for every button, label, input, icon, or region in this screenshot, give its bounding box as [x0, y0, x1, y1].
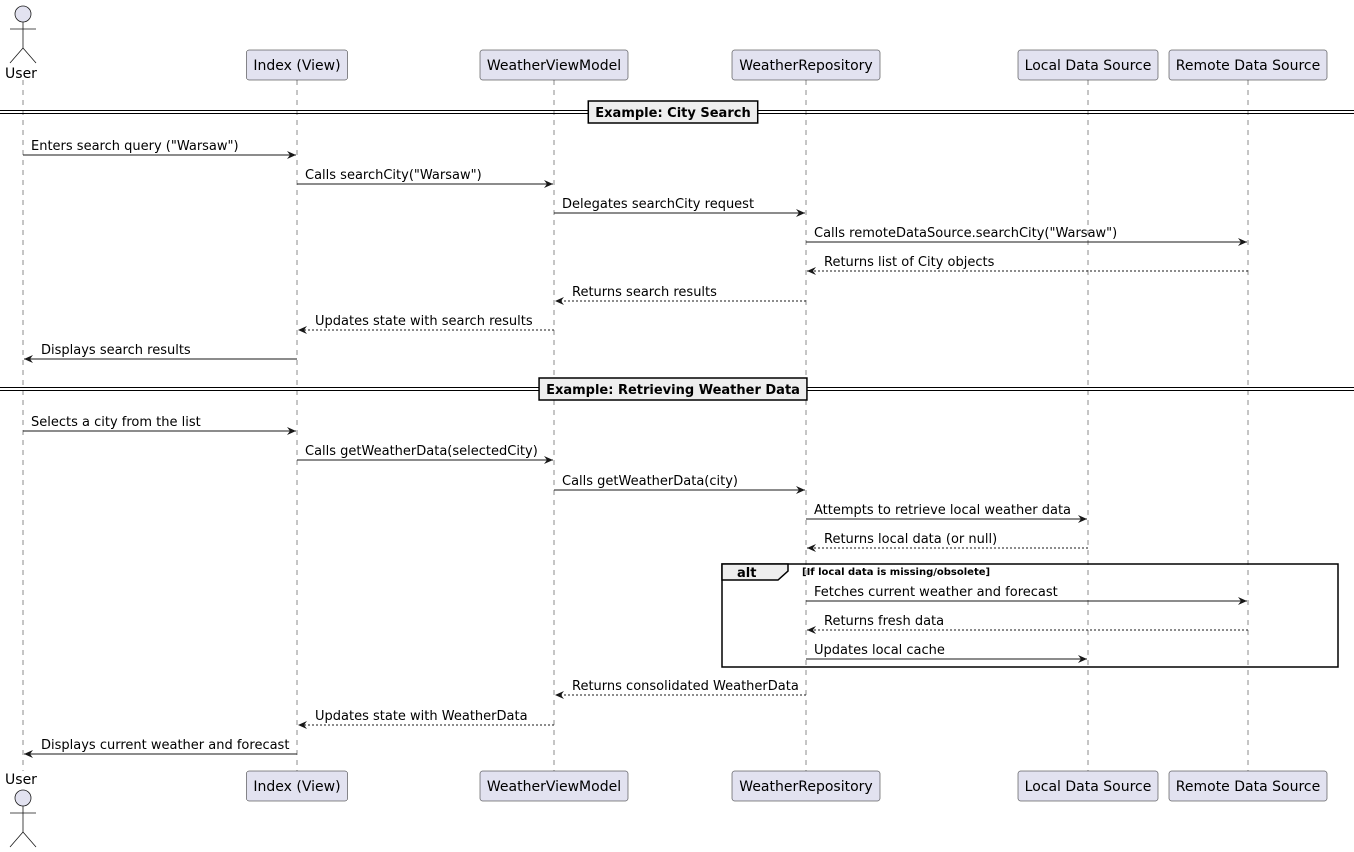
participant-vm-top[interactable]: WeatherViewModel	[479, 49, 629, 81]
participant-user-bottom[interactable]: User	[5, 772, 37, 848]
alt-condition: [If local data is missing/obsolete]	[802, 567, 990, 578]
section-title: Example: Retrieving Weather Data	[546, 383, 800, 398]
participant-box	[246, 49, 348, 81]
message[interactable]: Selects a city from the list	[23, 415, 296, 435]
participant-repo-bottom[interactable]: WeatherRepository	[731, 770, 881, 802]
participant-label: WeatherViewModel	[487, 58, 621, 74]
message-label: Enters search query ("Warsaw")	[31, 139, 239, 154]
participant-remote-top[interactable]: Remote Data Source	[1168, 49, 1328, 81]
participant-box	[479, 49, 629, 81]
participant-view-top[interactable]: Index (View)	[246, 49, 348, 81]
participant-label: WeatherRepository	[739, 779, 872, 795]
section-divider: Example: Retrieving Weather Data	[0, 377, 1354, 401]
alt-keyword: alt	[737, 566, 756, 581]
message[interactable]: Returns search results	[555, 285, 806, 305]
participant-box	[246, 770, 348, 802]
participant-box	[1168, 49, 1328, 81]
message-label: Calls getWeatherData(city)	[562, 474, 738, 489]
alt-fragment-tab	[721, 563, 789, 581]
message[interactable]: Updates local cache	[806, 643, 1087, 663]
message[interactable]: Returns consolidated WeatherData	[555, 679, 806, 699]
participant-local-top[interactable]: Local Data Source	[1017, 49, 1159, 81]
message[interactable]: Displays search results	[24, 343, 297, 363]
message[interactable]: Delegates searchCity request	[554, 197, 805, 217]
section-divider: Example: City Search	[0, 100, 1354, 124]
participant-label: Remote Data Source	[1176, 779, 1320, 795]
section-title-box	[538, 377, 808, 401]
participant-label: WeatherRepository	[739, 58, 872, 74]
participant-label: Remote Data Source	[1176, 58, 1320, 74]
participant-vm-bottom[interactable]: WeatherViewModel	[479, 770, 629, 802]
participant-view-bottom[interactable]: Index (View)	[246, 770, 348, 802]
message[interactable]: Calls remoteDataSource.searchCity("Warsa…	[806, 226, 1247, 246]
participant-box	[1017, 49, 1159, 81]
message-label: Updates state with search results	[315, 314, 533, 329]
message-label: Delegates searchCity request	[562, 197, 754, 212]
participant-box	[731, 49, 881, 81]
message[interactable]: Updates state with search results	[298, 314, 554, 334]
message-label: Returns fresh data	[824, 614, 944, 629]
participant-box	[1017, 770, 1159, 802]
section-title: Example: City Search	[595, 106, 750, 121]
message-label: Calls remoteDataSource.searchCity("Warsa…	[814, 226, 1117, 241]
message-label: Returns search results	[572, 285, 717, 300]
participant-box	[479, 770, 629, 802]
actor-leg-right-icon	[22, 831, 37, 848]
participant-box	[1168, 770, 1328, 802]
message[interactable]: Returns list of City objects	[807, 255, 1248, 275]
participant-label: WeatherViewModel	[487, 779, 621, 795]
message[interactable]: Calls getWeatherData(city)	[554, 474, 805, 494]
actor-leg-left-icon	[9, 831, 24, 848]
participant-label: Local Data Source	[1025, 779, 1152, 795]
participant-remote-bottom[interactable]: Remote Data Source	[1168, 770, 1328, 802]
message[interactable]: Fetches current weather and forecast	[806, 585, 1247, 605]
message[interactable]: Returns local data (or null)	[807, 532, 1088, 552]
message[interactable]: Displays current weather and forecast	[24, 738, 297, 758]
message-label: Calls getWeatherData(selectedCity)	[305, 444, 538, 459]
participant-label: Local Data Source	[1025, 58, 1152, 74]
message[interactable]: Updates state with WeatherData	[298, 709, 554, 729]
alt-fragment-frame	[721, 563, 1339, 668]
message[interactable]: Returns fresh data	[807, 614, 1248, 634]
message-label: Updates local cache	[814, 643, 945, 658]
message[interactable]: Calls getWeatherData(selectedCity)	[297, 444, 553, 464]
message[interactable]: Attempts to retrieve local weather data	[806, 503, 1087, 523]
participant-local-bottom[interactable]: Local Data Source	[1017, 770, 1159, 802]
participant-label: Index (View)	[253, 779, 340, 795]
participant-repo-top[interactable]: WeatherRepository	[731, 49, 881, 81]
participant-user-top[interactable]: User	[5, 5, 37, 82]
actor-leg-right-icon	[22, 47, 37, 64]
participant-label: User	[5, 772, 37, 788]
actor-head-icon	[14, 5, 32, 23]
alt-fragment: alt [If local data is missing/obsolete]	[721, 563, 1339, 668]
message-label: Displays search results	[41, 343, 191, 358]
message-label: Selects a city from the list	[31, 415, 201, 430]
section-title-box	[587, 100, 759, 124]
message-label: Fetches current weather and forecast	[814, 585, 1058, 600]
participant-label: User	[5, 66, 37, 82]
participant-label: Index (View)	[253, 58, 340, 74]
message-label: Calls searchCity("Warsaw")	[305, 168, 482, 183]
message[interactable]: Calls searchCity("Warsaw")	[297, 168, 553, 188]
participant-box	[731, 770, 881, 802]
message-label: Returns local data (or null)	[824, 532, 997, 547]
actor-head-icon	[14, 789, 32, 807]
message-label: Returns list of City objects	[824, 255, 995, 270]
message-label: Returns consolidated WeatherData	[572, 679, 799, 694]
message[interactable]: Enters search query ("Warsaw")	[23, 139, 296, 159]
message-label: Displays current weather and forecast	[41, 738, 289, 753]
message-label: Attempts to retrieve local weather data	[814, 503, 1071, 518]
message-label: Updates state with WeatherData	[315, 709, 528, 724]
actor-leg-left-icon	[9, 47, 24, 64]
